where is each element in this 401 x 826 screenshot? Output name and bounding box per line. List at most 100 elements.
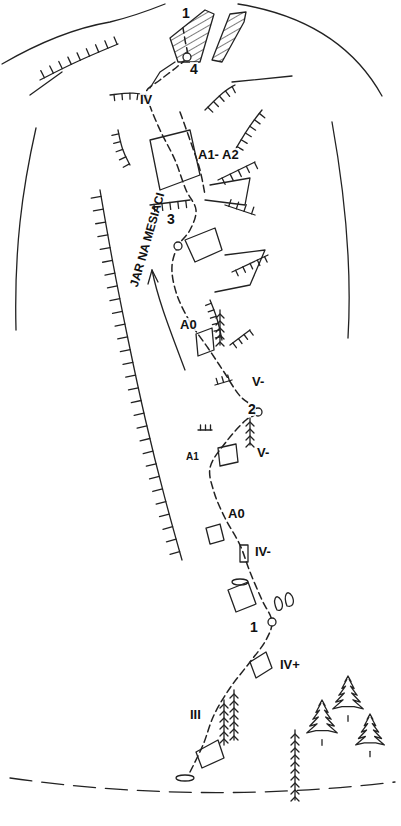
rock-edge bbox=[218, 162, 255, 180]
crack-symbol bbox=[291, 762, 299, 766]
rock-tick bbox=[185, 201, 187, 208]
rock-tick bbox=[208, 107, 213, 112]
rock-tick bbox=[222, 377, 224, 383]
rock-tick bbox=[114, 37, 117, 44]
rock-tick bbox=[163, 527, 173, 530]
rock-tick bbox=[252, 207, 254, 214]
rock-tick bbox=[153, 489, 163, 492]
rock-tick bbox=[110, 299, 120, 301]
ridge-outline bbox=[2, 4, 165, 64]
rock-block bbox=[196, 740, 224, 768]
route-line bbox=[146, 28, 276, 772]
rock-tick bbox=[103, 260, 113, 262]
route-name: JAR NA MESIACI bbox=[128, 191, 166, 288]
rock-tick bbox=[228, 375, 230, 381]
crack-symbol bbox=[230, 715, 238, 719]
grade-label: IV bbox=[140, 93, 152, 106]
crack-symbol bbox=[230, 708, 238, 712]
rock-block bbox=[196, 328, 214, 356]
rock-edge bbox=[232, 255, 268, 272]
ground-line bbox=[10, 778, 395, 793]
rock-edge bbox=[40, 44, 118, 80]
rock-tick bbox=[91, 196, 101, 198]
crack-symbol bbox=[230, 729, 238, 733]
route-line bbox=[146, 28, 272, 772]
rock-edge bbox=[118, 130, 130, 165]
rock-block bbox=[205, 178, 250, 205]
tree bbox=[321, 740, 322, 746]
grade-label: A0 bbox=[228, 507, 245, 520]
rock-tick bbox=[86, 49, 89, 56]
rock-edge bbox=[100, 190, 182, 560]
rock-tick bbox=[254, 120, 260, 124]
rock-tick bbox=[114, 142, 121, 144]
rock-block bbox=[206, 524, 224, 544]
rock-tick bbox=[216, 378, 218, 384]
rock-tick bbox=[236, 202, 238, 209]
rock-tick bbox=[238, 170, 241, 176]
ledge bbox=[232, 579, 248, 585]
ridge-outline bbox=[30, 72, 62, 95]
rock-tick bbox=[219, 96, 224, 101]
rock-tick bbox=[116, 149, 123, 151]
rock-tick bbox=[121, 94, 123, 100]
bush bbox=[285, 593, 293, 607]
label-arrow bbox=[148, 270, 158, 284]
crack-symbol bbox=[216, 342, 224, 346]
crack-symbol bbox=[220, 739, 228, 743]
grade-label: V- bbox=[257, 446, 269, 459]
ridge-outline bbox=[238, 4, 382, 96]
wall-outline bbox=[232, 76, 292, 82]
rock-tick bbox=[160, 514, 170, 517]
rock-tick bbox=[257, 260, 260, 265]
rock-tick bbox=[68, 57, 71, 64]
crack-symbol bbox=[230, 736, 238, 740]
crack-symbol bbox=[220, 725, 228, 729]
wall-outline bbox=[332, 122, 349, 338]
rock-block bbox=[215, 250, 265, 292]
rock-tick bbox=[246, 166, 249, 172]
rock-tick bbox=[206, 303, 212, 305]
rock-tick bbox=[123, 362, 133, 364]
rock-tick bbox=[113, 95, 115, 101]
ledge bbox=[176, 775, 194, 781]
belay-station bbox=[174, 242, 182, 250]
summit-block bbox=[170, 10, 214, 62]
rock-tick bbox=[115, 324, 125, 326]
rock-tick bbox=[210, 316, 216, 318]
crack-symbol bbox=[291, 783, 299, 787]
rock-tick bbox=[93, 209, 103, 211]
rock-edge bbox=[150, 62, 175, 88]
rock-edge bbox=[235, 110, 262, 150]
rock-tick bbox=[170, 552, 180, 555]
rock-tick bbox=[123, 164, 129, 167]
rock-tick bbox=[112, 134, 119, 135]
crack-symbol bbox=[220, 704, 228, 708]
summit-block bbox=[212, 12, 246, 62]
rock-tick bbox=[156, 502, 166, 505]
rock-tick bbox=[50, 66, 54, 73]
crack-symbol bbox=[291, 734, 299, 738]
grade-label: A1 bbox=[186, 452, 199, 462]
rock-tick bbox=[129, 93, 130, 99]
rock-tick bbox=[136, 94, 138, 100]
rock-tick bbox=[107, 286, 117, 288]
rock-tick bbox=[126, 375, 136, 377]
rock-edge bbox=[205, 85, 235, 110]
rock-tick bbox=[205, 425, 206, 430]
belay-number: 4 bbox=[190, 62, 198, 76]
belay-number: 2 bbox=[248, 402, 256, 416]
rock-tick bbox=[113, 311, 123, 313]
rock-tick bbox=[166, 539, 176, 542]
rock-tick bbox=[119, 157, 125, 160]
grade-label: III bbox=[190, 708, 201, 721]
rock-tick bbox=[230, 174, 233, 180]
rock-tick bbox=[222, 178, 225, 184]
grade-label: A0 bbox=[180, 318, 197, 331]
rock-tick bbox=[129, 388, 139, 390]
rock-block bbox=[185, 228, 222, 262]
rock-tick bbox=[243, 267, 246, 272]
rock-tick bbox=[146, 464, 156, 466]
rock-tick bbox=[241, 140, 247, 144]
